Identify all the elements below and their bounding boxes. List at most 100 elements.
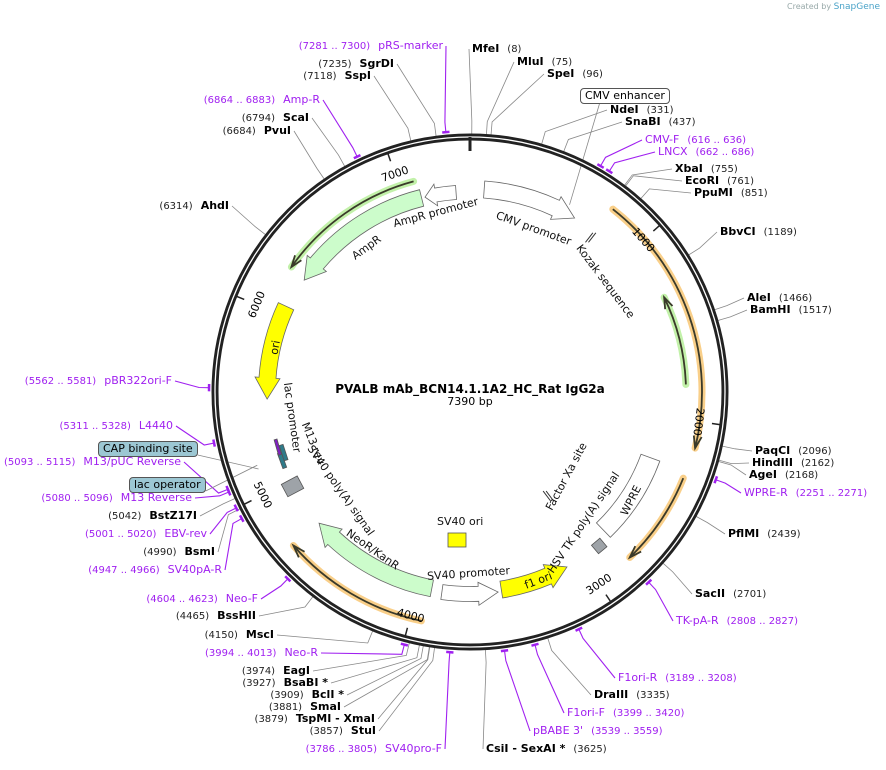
enzyme-site-label[interactable]: XbaI(755) <box>675 163 738 176</box>
enzyme-site-label[interactable]: (6794) ScaI <box>242 112 309 125</box>
site-position: (3994 .. 4013) <box>205 648 277 659</box>
enzyme-leader-line <box>490 73 545 135</box>
primer-binding-mark <box>531 642 539 647</box>
feature-label[interactable]: ori <box>267 338 283 356</box>
primer-binding-mark <box>605 168 614 175</box>
site-position: (3857) <box>309 726 343 737</box>
enzyme-site-label[interactable]: (3909)BclI * <box>270 689 344 702</box>
cds-arc-2-arrowhead <box>627 545 642 560</box>
primer-label[interactable]: (4947 .. 4966)SV40pA-R <box>88 564 222 577</box>
lac-operator-mark <box>278 443 289 462</box>
site-position: (7235) <box>318 59 352 70</box>
enzyme-site-label[interactable]: EcoRI(761) <box>685 175 754 188</box>
site-position: (4947 .. 4966) <box>88 565 160 576</box>
site-name: MscI <box>245 628 274 641</box>
primer-label[interactable]: (5093 .. 5115)M13/pUC Reverse <box>4 456 181 469</box>
site-position: (5080 .. 5096) <box>41 493 113 504</box>
enzyme-site-label[interactable]: AleI(1466) <box>747 292 812 305</box>
primer-label[interactable]: WPRE-R(2251 .. 2271) <box>744 487 867 500</box>
primer-label[interactable]: (5562 .. 5581)pBR322ori-F <box>25 375 172 388</box>
primer-label[interactable]: (5080 .. 5096)M13 Reverse <box>41 492 192 505</box>
site-position: (6794) <box>241 113 276 124</box>
enzyme-leader-line <box>258 596 314 617</box>
enzyme-site-label[interactable]: BamHI(1517) <box>750 304 832 317</box>
primer-binding-mark <box>284 575 292 583</box>
factor-xa-mark <box>545 490 554 501</box>
enzyme-site-label[interactable]: PflMI(2439) <box>728 528 801 541</box>
site-position: (6864 .. 6883) <box>203 95 276 106</box>
primer-leader-line <box>715 479 742 494</box>
site-position: (7118) <box>303 71 337 82</box>
site-position: (5042) <box>108 511 142 522</box>
site-name: StuI <box>350 724 376 737</box>
primer-label[interactable]: (5001 .. 5020)EBV-rev <box>85 528 207 541</box>
site-name: AleI <box>747 291 771 304</box>
primer-binding-mark <box>212 439 217 447</box>
site-name: AhdI <box>200 199 229 212</box>
primer-leader-line <box>600 139 643 167</box>
site-name: DraIII <box>594 688 629 701</box>
enzyme-site-label[interactable]: HindIII(2162) <box>752 457 834 470</box>
enzyme-leader-line <box>377 646 431 720</box>
enzyme-site-label[interactable]: (3974)EagI <box>242 665 310 678</box>
primer-leader-line <box>174 380 210 389</box>
primer-label[interactable]: CMV-F(616 .. 636) <box>645 134 746 147</box>
primer-label[interactable]: (3786 .. 3805)SV40pro-F <box>306 743 442 756</box>
site-position: (2251 .. 2271) <box>795 488 868 499</box>
primer-label[interactable]: F1ori-F(3399 .. 3420) <box>567 707 684 720</box>
enzyme-site-label[interactable]: (3857) StuI <box>310 725 376 738</box>
site-name: TspMI - XmaI <box>295 712 375 725</box>
enzyme-site-label[interactable]: (4990)BsmI <box>143 546 215 559</box>
primer-label[interactable]: (5311 .. 5328)L4440 <box>59 420 173 433</box>
primer-label[interactable]: LNCX(662 .. 686) <box>658 146 754 159</box>
tick-mark <box>711 422 720 426</box>
enzyme-site-label[interactable]: (4465)BssHII <box>176 610 256 623</box>
enzyme-site-label[interactable]: (7235)SgrDI <box>318 58 394 71</box>
enzyme-site-label[interactable]: (7118)SspI <box>303 70 371 83</box>
enzyme-site-label[interactable]: PaqCI(2096) <box>755 445 832 458</box>
enzyme-site-label[interactable]: BbvCI(1189) <box>720 226 797 239</box>
site-name: F1ori-F <box>567 706 605 719</box>
enzyme-site-label[interactable]: SpeI(96) <box>547 68 603 81</box>
enzyme-site-label[interactable]: SnaBI(437) <box>625 116 696 129</box>
enzyme-site-label[interactable]: AgeI(2168) <box>749 469 818 482</box>
primer-label[interactable]: pBABE 3'(3539 .. 3559) <box>533 725 663 738</box>
primer-label[interactable]: (3994 .. 4013)Neo-R <box>205 647 318 660</box>
primer-label[interactable]: (4604 .. 4623)Neo-F <box>146 593 258 606</box>
enzyme-site-label[interactable]: (3879)TspMI - XmaI <box>255 713 375 726</box>
feature-box-label[interactable]: CMV enhancer <box>580 88 670 104</box>
enzyme-site-label[interactable]: PpuMI(851) <box>694 187 768 200</box>
enzyme-leader-line <box>563 121 623 152</box>
enzyme-site-label[interactable]: MluI(75) <box>517 56 572 69</box>
enzyme-leader-line <box>695 515 726 535</box>
enzyme-leader-line <box>662 562 693 595</box>
enzyme-site-label[interactable]: MfeI(8) <box>472 43 521 56</box>
enzyme-site-label[interactable]: NdeI(331) <box>610 104 674 117</box>
primer-leader-line <box>320 644 405 655</box>
enzyme-site-label[interactable]: (6314)AhdI <box>159 200 229 213</box>
feature-label[interactable]: SV40 ori <box>437 514 484 528</box>
enzyme-leader-line <box>346 645 424 696</box>
enzyme-site-label[interactable]: (6684)PvuI <box>223 125 291 138</box>
ampr-arrow <box>303 189 425 281</box>
enzyme-site-label[interactable]: SacII(2701) <box>695 588 766 601</box>
enzyme-leader-line <box>231 205 266 235</box>
primer-label[interactable]: (7281 .. 7300)pRS-marker <box>299 40 443 53</box>
enzyme-site-label[interactable]: CsiI - SexAI *(3625) <box>486 743 607 756</box>
primer-leader-line <box>608 151 656 172</box>
enzyme-leader-line <box>217 508 241 553</box>
enzyme-site-label[interactable]: (3927)BsaBI * <box>242 677 328 690</box>
sv40-polya-box <box>280 475 305 498</box>
primer-label[interactable]: TK-pA-R(2808 .. 2827) <box>676 615 798 628</box>
feature-box-label[interactable]: lac operator <box>129 477 206 493</box>
site-name: ScaI <box>283 111 309 124</box>
feature-box-label[interactable]: CAP binding site <box>98 441 198 457</box>
enzyme-site-label[interactable]: (4150)MscI <box>205 629 274 642</box>
site-position: (3927) <box>242 678 276 689</box>
primer-label[interactable]: F1ori-R(3189 .. 3208) <box>618 672 737 685</box>
enzyme-site-label[interactable]: DraIII(3335) <box>594 689 670 702</box>
primer-label[interactable]: (6864 .. 6883)Amp-R <box>204 94 320 107</box>
enzyme-site-label[interactable]: (5042)BstZ17I <box>108 510 197 523</box>
enzyme-site-label[interactable]: (3881)SmaI <box>269 701 341 714</box>
site-name: MfeI <box>472 42 500 55</box>
